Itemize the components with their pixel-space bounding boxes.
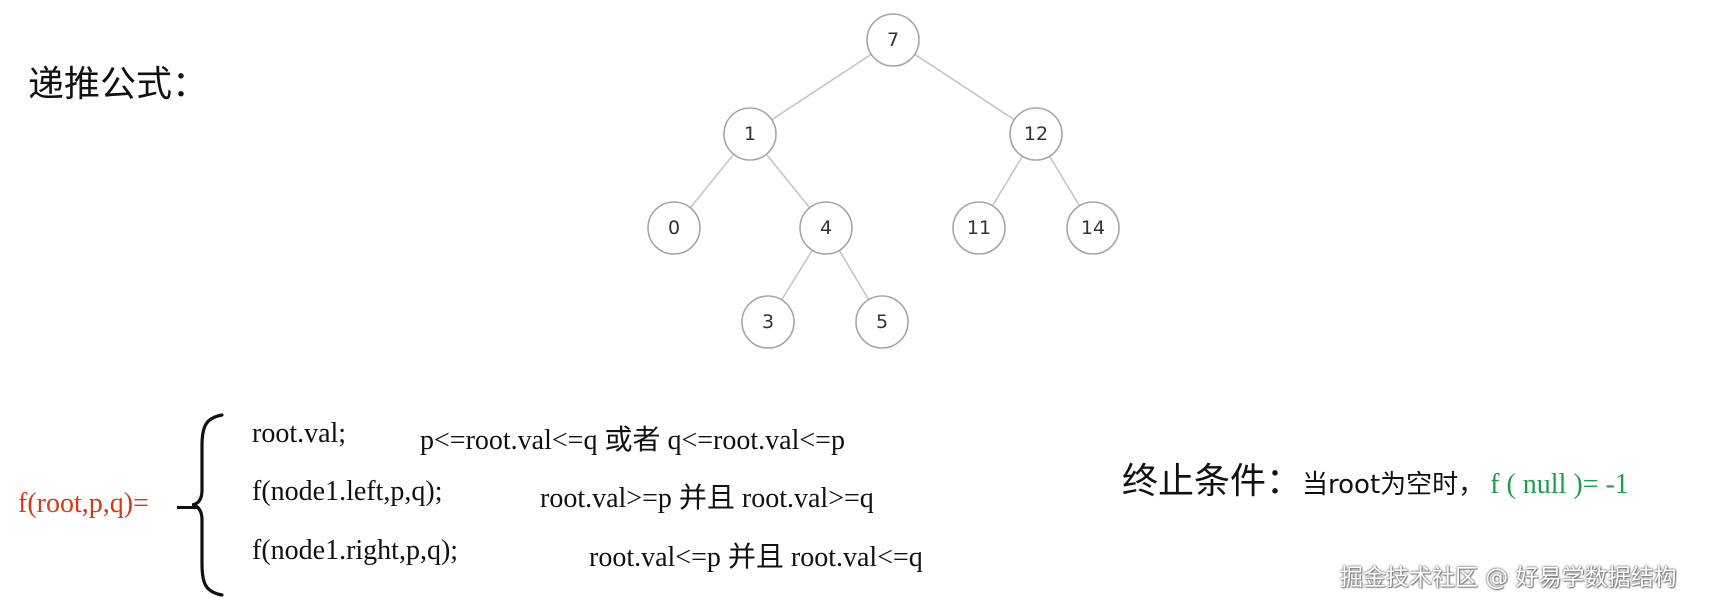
tree-edge-1-4 bbox=[765, 153, 811, 209]
tree-edge-7-1 bbox=[771, 53, 872, 121]
termination-condition: 终止条件：当root为空时，f ( null )= -1 bbox=[1122, 452, 1629, 504]
tree-node-label-1: 1 bbox=[744, 123, 756, 145]
tree-edge-12-11 bbox=[991, 155, 1024, 207]
termination-label: 终止条件： bbox=[1122, 461, 1303, 502]
tree-node-circle-7 bbox=[866, 13, 920, 67]
tree-node-circle-1 bbox=[723, 107, 777, 161]
tree-node-3: 3 bbox=[741, 295, 795, 349]
tree-node-circle-11 bbox=[952, 201, 1006, 255]
termination-formula: f ( null )= -1 bbox=[1490, 469, 1629, 500]
tree-node-circle-12 bbox=[1009, 107, 1063, 161]
tree-edge-7-12 bbox=[914, 53, 1015, 121]
tree-node-label-11: 11 bbox=[967, 217, 991, 239]
case-expr-3: f(node1.right,p,q); bbox=[252, 535, 459, 566]
formula-connector bbox=[177, 506, 199, 509]
tree-node-circle-14 bbox=[1066, 201, 1120, 255]
case-cond-1: p<=root.val<=q 或者 q<=root.val<=p bbox=[420, 425, 845, 456]
tree-node-circle-4 bbox=[799, 201, 853, 255]
tree-node-label-12: 12 bbox=[1024, 123, 1048, 145]
tree-edge-4-5 bbox=[838, 249, 870, 301]
case-row-2: f(node1.left,p,q); root.val>=p 并且 root.v… bbox=[252, 476, 874, 514]
left-brace bbox=[192, 413, 224, 597]
tree-node-label-3: 3 bbox=[762, 311, 774, 333]
case-expr-2: f(node1.left,p,q); bbox=[252, 476, 443, 507]
termination-desc: 当root为空时， bbox=[1302, 470, 1485, 500]
case-expr-1: root.val; bbox=[252, 418, 347, 449]
watermark: 掘金技术社区 @ 好易学数据结构 bbox=[1340, 565, 1677, 591]
tree-edge-4-3 bbox=[780, 249, 814, 301]
tree-node-1: 1 bbox=[723, 107, 777, 161]
tree-node-11: 11 bbox=[952, 201, 1006, 255]
case-row-1: root.val; p<=root.val<=q 或者 q<=root.val<… bbox=[252, 418, 845, 456]
case-cond-2: root.val>=p 并且 root.val>=q bbox=[540, 483, 874, 514]
tree-node-14: 14 bbox=[1066, 201, 1120, 255]
tree-node-12: 12 bbox=[1009, 107, 1063, 161]
tree-edge-1-0 bbox=[689, 153, 735, 209]
tree-node-label-5: 5 bbox=[876, 311, 888, 333]
case-cond-3: root.val<=p 并且 root.val<=q bbox=[589, 542, 923, 573]
tree-node-7: 7 bbox=[866, 13, 920, 67]
function-name: f(root,p,q)= bbox=[18, 488, 149, 519]
binary-tree-diagram: 7 1 12 0 4 11 14 3 5 bbox=[647, 13, 1120, 349]
heading: 递推公式： bbox=[28, 64, 209, 105]
case-row-3: f(node1.right,p,q); root.val<=p 并且 root.… bbox=[252, 535, 923, 573]
tree-node-5: 5 bbox=[855, 295, 909, 349]
tree-edge-12-14 bbox=[1048, 155, 1081, 207]
tree-node-circle-0 bbox=[647, 201, 701, 255]
tree-node-4: 4 bbox=[799, 201, 853, 255]
tree-node-0: 0 bbox=[647, 201, 701, 255]
tree-node-label-0: 0 bbox=[668, 217, 680, 239]
tree-node-circle-3 bbox=[741, 295, 795, 349]
tree-node-label-7: 7 bbox=[887, 29, 899, 51]
tree-node-circle-5 bbox=[855, 295, 909, 349]
tree-node-label-14: 14 bbox=[1081, 217, 1105, 239]
tree-node-label-4: 4 bbox=[820, 217, 832, 239]
